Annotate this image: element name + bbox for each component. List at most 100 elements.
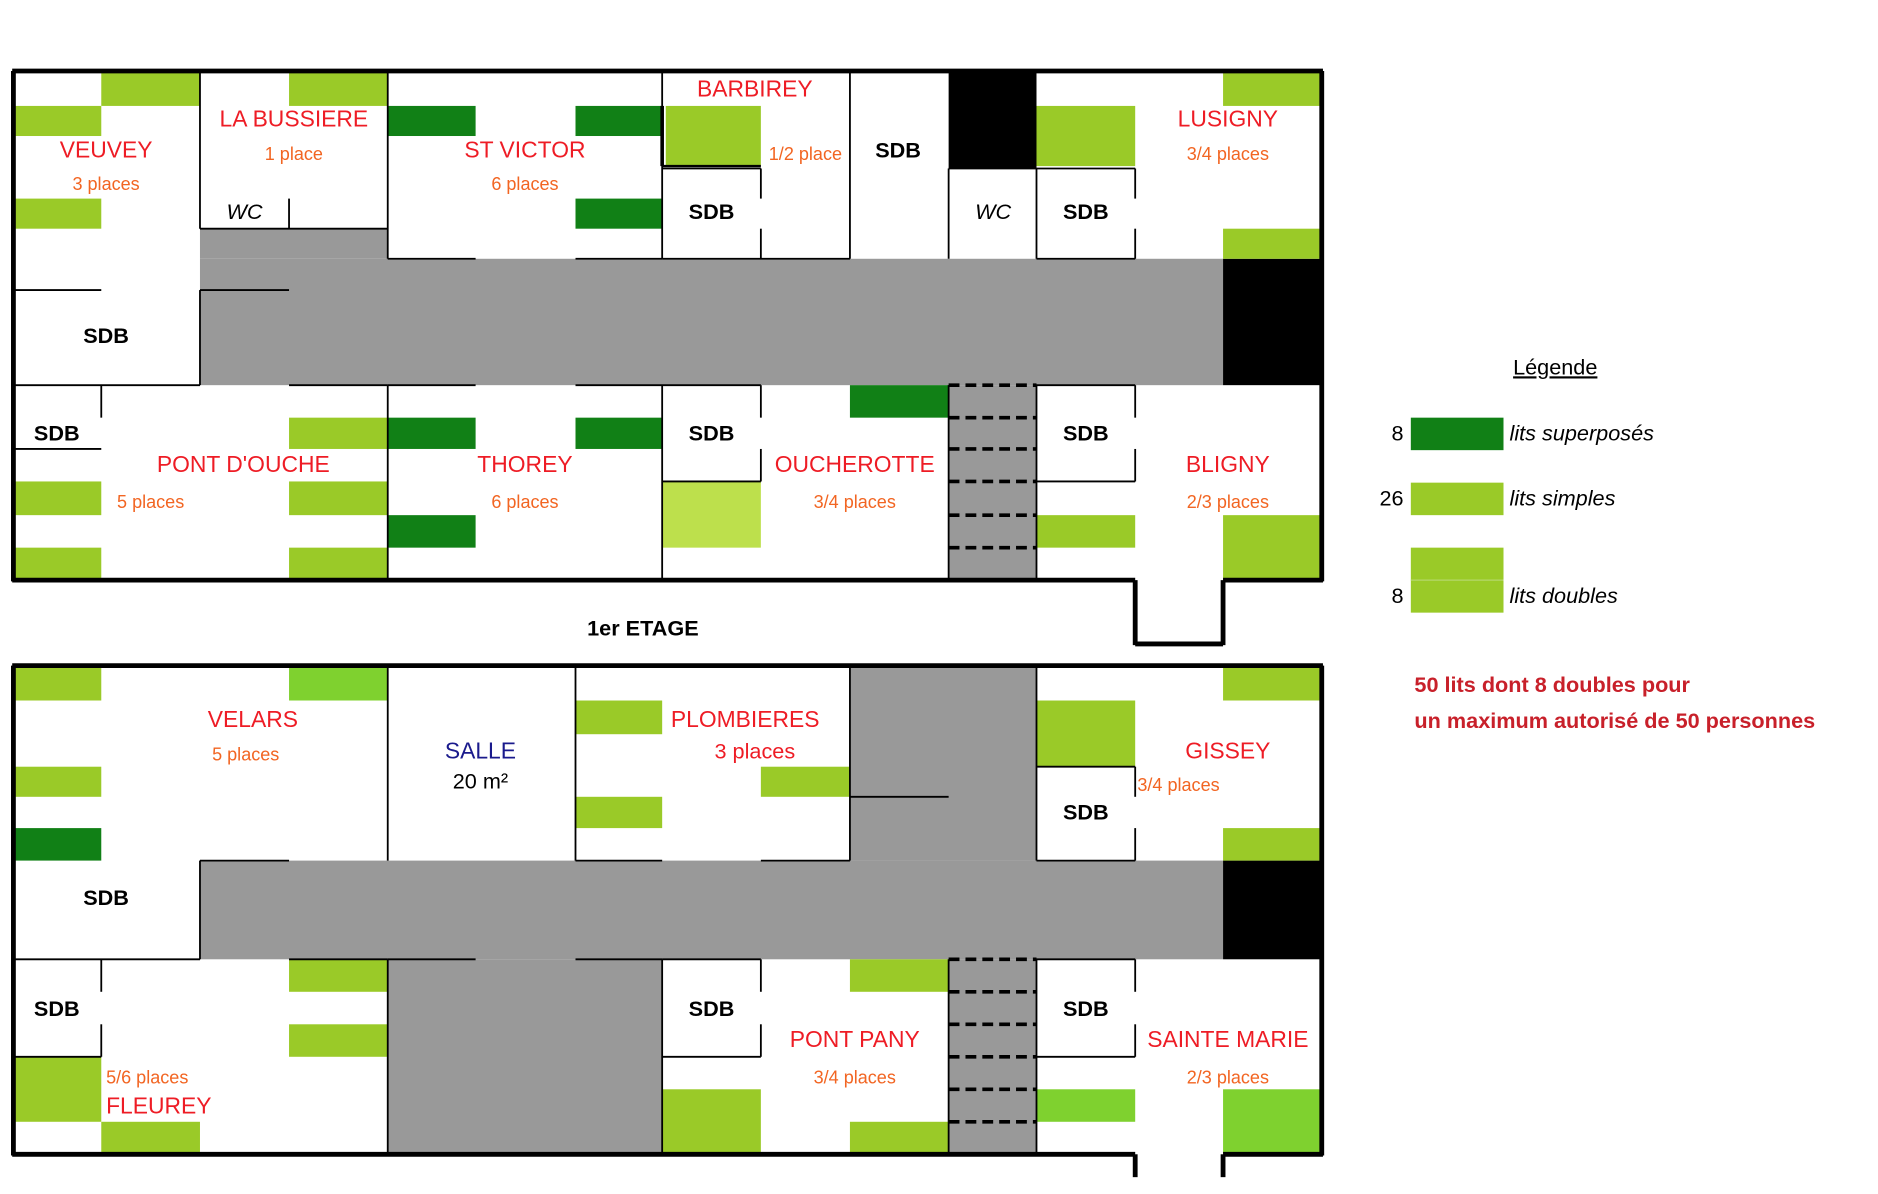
- room-name-barbirey: BARBIREY: [697, 75, 813, 101]
- sdb-label: SDB: [1063, 199, 1109, 224]
- corridor: [199, 228, 388, 259]
- corridor: [387, 959, 663, 1154]
- legend-count-single: 26: [1380, 486, 1404, 511]
- room-places-bligny: 2/3 places: [1187, 492, 1269, 512]
- single-bed: [760, 766, 850, 797]
- room-name-thorey: THOREY: [477, 451, 572, 477]
- room-places-veuvey: 3 places: [72, 174, 139, 194]
- salle-area: 20 m²: [453, 768, 508, 793]
- room-name-velars: VELARS: [208, 706, 298, 732]
- room-name-st-victor: ST VICTOR: [464, 137, 585, 163]
- sdb-label: SDB: [34, 996, 80, 1021]
- bunk-bed: [387, 417, 476, 449]
- single-bed: [1223, 668, 1322, 701]
- room-places-velars: 5 places: [212, 745, 279, 765]
- corridor: [199, 860, 1224, 960]
- single-bed: [289, 417, 388, 449]
- bunk-bed: [575, 417, 663, 449]
- single-bed: [575, 700, 663, 735]
- single-bed: [289, 959, 388, 992]
- sdb-label: SDB: [689, 199, 735, 224]
- corridor: [199, 258, 1224, 386]
- floor-label: 1er ETAGE: [587, 616, 699, 641]
- room-name-fleurey: FLEUREY: [106, 1092, 211, 1118]
- legend-count-double: 8: [1392, 583, 1404, 608]
- bunk-bed: [849, 385, 949, 418]
- single-bed: [1223, 828, 1322, 861]
- single-bed: [1036, 1089, 1136, 1122]
- summary-line-2: un maximum autorisé de 50 personnes: [1414, 708, 1815, 733]
- double-bed: [1223, 1089, 1322, 1154]
- room-name-pont-pany: PONT PANY: [790, 1026, 920, 1052]
- double-bed: [14, 1056, 102, 1122]
- room-places-la-bussiere: 1 place: [265, 144, 323, 164]
- single-bed: [289, 668, 388, 701]
- room-places-sainte-marie: 2/3 places: [1187, 1067, 1269, 1087]
- room-name-oucherotte: OUCHEROTTE: [775, 451, 935, 477]
- single-bed: [14, 668, 102, 701]
- room-name-gissey: GISSEY: [1185, 737, 1270, 763]
- sdb-label: SDB: [34, 421, 80, 446]
- room-places-lusigny: 3/4 places: [1187, 144, 1269, 164]
- summary-line-1: 50 lits dont 8 doubles pour: [1414, 672, 1690, 697]
- room-name-la-bussiere: LA BUSSIERE: [220, 105, 369, 131]
- legend-count-bunk: 8: [1392, 421, 1404, 446]
- shaft-block: [1223, 860, 1322, 960]
- sdb-label: SDB: [1063, 996, 1109, 1021]
- legend-label-double: lits doubles: [1510, 583, 1619, 608]
- single-bed: [289, 481, 388, 516]
- single-bed: [14, 481, 102, 516]
- legend-label-bunk: lits superposés: [1510, 421, 1655, 446]
- single-bed: [1036, 515, 1136, 548]
- shaft-block: [948, 72, 1037, 169]
- sdb-label: SDB: [1063, 800, 1109, 825]
- double-bed: [1223, 515, 1322, 581]
- salle-name: SALLE: [445, 737, 516, 763]
- wc-label: WC: [975, 199, 1011, 224]
- single-bed: [289, 72, 388, 106]
- sdb-label: SDB: [875, 138, 921, 163]
- bunk-bed: [575, 105, 663, 137]
- single-bed: [1223, 228, 1322, 259]
- sdb-label: SDB: [83, 885, 129, 910]
- sdb-label: SDB: [689, 421, 735, 446]
- room-places-st-victor: 6 places: [491, 174, 558, 194]
- sdb-label: SDB: [83, 323, 129, 348]
- single-bed: [575, 796, 663, 829]
- room-places-barbirey: 1/2 place: [769, 144, 842, 164]
- bunk-bed: [575, 198, 663, 229]
- legend-swatch-bunk: [1410, 417, 1504, 451]
- bunk-bed: [387, 515, 476, 548]
- single-bed: [14, 547, 102, 581]
- single-bed: [1223, 72, 1322, 106]
- room-places-fleurey: 5/6 places: [106, 1067, 188, 1087]
- single-bed: [14, 198, 102, 229]
- double-bed: [1036, 700, 1136, 767]
- single-bed: [101, 72, 200, 106]
- double-bed: [662, 481, 761, 548]
- corridor: [849, 668, 1037, 861]
- bunk-bed: [387, 105, 476, 137]
- room-places-thorey: 6 places: [491, 492, 558, 512]
- single-bed: [849, 1121, 949, 1154]
- legend-title: Légende: [1513, 354, 1597, 379]
- room-places-pont-pany: 3/4 places: [814, 1067, 896, 1087]
- wc-label: WC: [226, 199, 262, 224]
- room-name-sainte-marie: SAINTE MARIE: [1147, 1026, 1308, 1052]
- single-bed: [14, 766, 102, 797]
- room-name-pont-douche: PONT D'OUCHE: [157, 451, 330, 477]
- double-bed: [662, 1089, 761, 1154]
- bunk-bed: [14, 828, 102, 861]
- single-bed: [14, 105, 102, 137]
- single-bed: [289, 1024, 388, 1057]
- single-bed: [1036, 105, 1136, 167]
- room-name-lusigny: LUSIGNY: [1178, 105, 1278, 131]
- room-name-plombieres: PLOMBIERES: [671, 706, 820, 732]
- room-places-pont-douche: 5 places: [117, 492, 184, 512]
- sdb-label: SDB: [1063, 421, 1109, 446]
- single-bed: [849, 959, 949, 992]
- legend-label-single: lits simples: [1510, 486, 1616, 511]
- shaft-block: [1223, 258, 1322, 386]
